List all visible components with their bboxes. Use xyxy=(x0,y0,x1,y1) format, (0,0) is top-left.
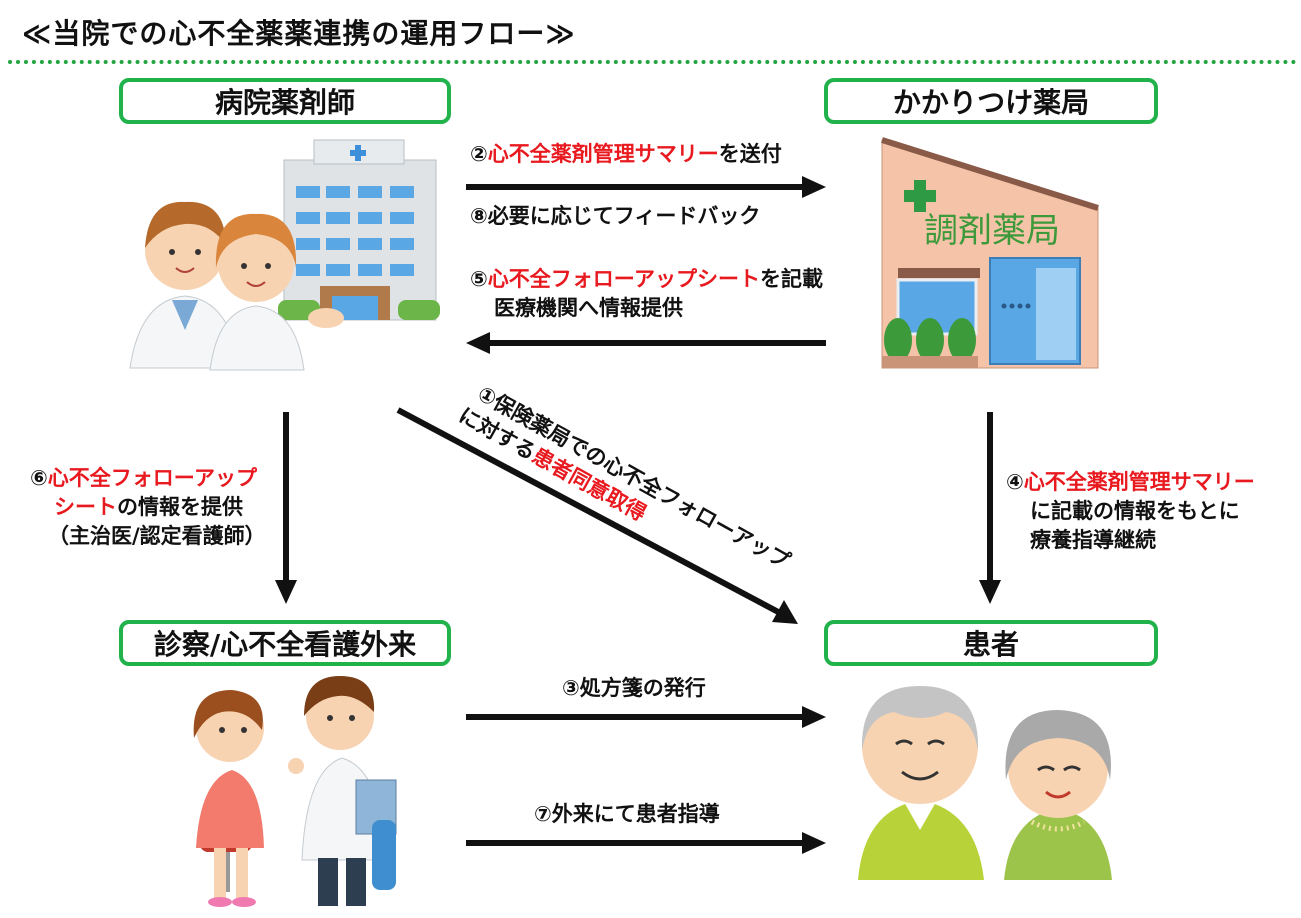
hospital-pharmacists-illustration xyxy=(129,139,440,371)
node-clinic: 診察/心不全看護外来 xyxy=(119,620,451,666)
step-4-num: ④ xyxy=(1006,470,1024,494)
step-6-line2: シートの情報を提供 xyxy=(30,493,266,522)
step-6-red2: シート xyxy=(54,495,117,519)
step-4-line3: 療養指導継続 xyxy=(1030,528,1156,552)
step-4-red: 心不全薬剤管理サマリー xyxy=(1023,470,1255,494)
step-3-label: ③処方箋の発行 xyxy=(562,676,706,700)
page-title: ≪当院での心不全薬薬連携の運用フロー≫ xyxy=(22,17,576,50)
step-5-line2: 医療機関へ情報提供 xyxy=(494,296,683,320)
arrow-7-to-patient xyxy=(466,832,826,854)
step-5-red: 心不全フォローアップシート xyxy=(487,267,760,291)
step-2-rest: を送付 xyxy=(718,142,782,166)
arrow-3-to-patient xyxy=(466,706,826,728)
arrow-5-to-hospital xyxy=(466,332,826,354)
step-5-label: ⑤心不全フォローアップシートを記載 医療機関へ情報提供 xyxy=(470,265,823,323)
step-6-rest2: の情報を提供 xyxy=(117,495,243,519)
step-4-label: ④心不全薬剤管理サマリー に記載の情報をもとに 療養指導継続 xyxy=(1006,468,1255,555)
pharmacy-sign: 調剤薬局 xyxy=(924,211,1060,251)
node-pharmacy: かかりつけ薬局 xyxy=(824,78,1158,124)
step-7-label: ⑦外来にて患者指導 xyxy=(534,802,720,826)
step-4-line1: ④心不全薬剤管理サマリー xyxy=(1006,468,1255,497)
node-hospital-pharmacist: 病院薬剤師 xyxy=(119,78,451,124)
step-5-num: ⑤ xyxy=(470,267,488,291)
step-5-line1: ⑤心不全フォローアップシートを記載 xyxy=(470,265,823,294)
step-6-red1: 心不全フォローアップ xyxy=(47,466,257,490)
clinic-consultation-illustration xyxy=(193,676,397,907)
step-6-num: ⑥ xyxy=(30,466,48,490)
step-6-line3: （主治医/認定看護師） xyxy=(48,524,266,548)
step-6-label: ⑥心不全フォローアップ シートの情報を提供 （主治医/認定看護師） xyxy=(30,464,266,551)
step-1-label: ①保険薬局での心不全フォローアップ に対する患者同意取得 xyxy=(455,381,795,574)
node-patient: 患者 xyxy=(824,620,1158,666)
step-2-red: 心不全薬剤管理サマリー xyxy=(487,142,719,166)
elderly-patients-illustration xyxy=(858,686,1112,880)
step-5-rest: を記載 xyxy=(759,267,823,291)
arrow-2-to-pharmacy xyxy=(466,176,826,198)
step-2-num: ② xyxy=(470,142,488,166)
step-4-line2: に記載の情報をもとに xyxy=(1030,499,1240,523)
arrow-4-to-patient xyxy=(979,412,1001,604)
pharmacy-building-illustration xyxy=(881,137,1099,369)
step-6-line1: ⑥心不全フォローアップ xyxy=(30,464,266,493)
arrow-1-to-patient xyxy=(396,407,798,624)
title-divider xyxy=(8,60,1297,64)
arrow-6-to-clinic xyxy=(275,412,297,604)
step-2-label: ②心不全薬剤管理サマリーを送付 xyxy=(470,140,782,169)
step-8-label: ⑧必要に応じてフィードバック xyxy=(470,204,761,228)
